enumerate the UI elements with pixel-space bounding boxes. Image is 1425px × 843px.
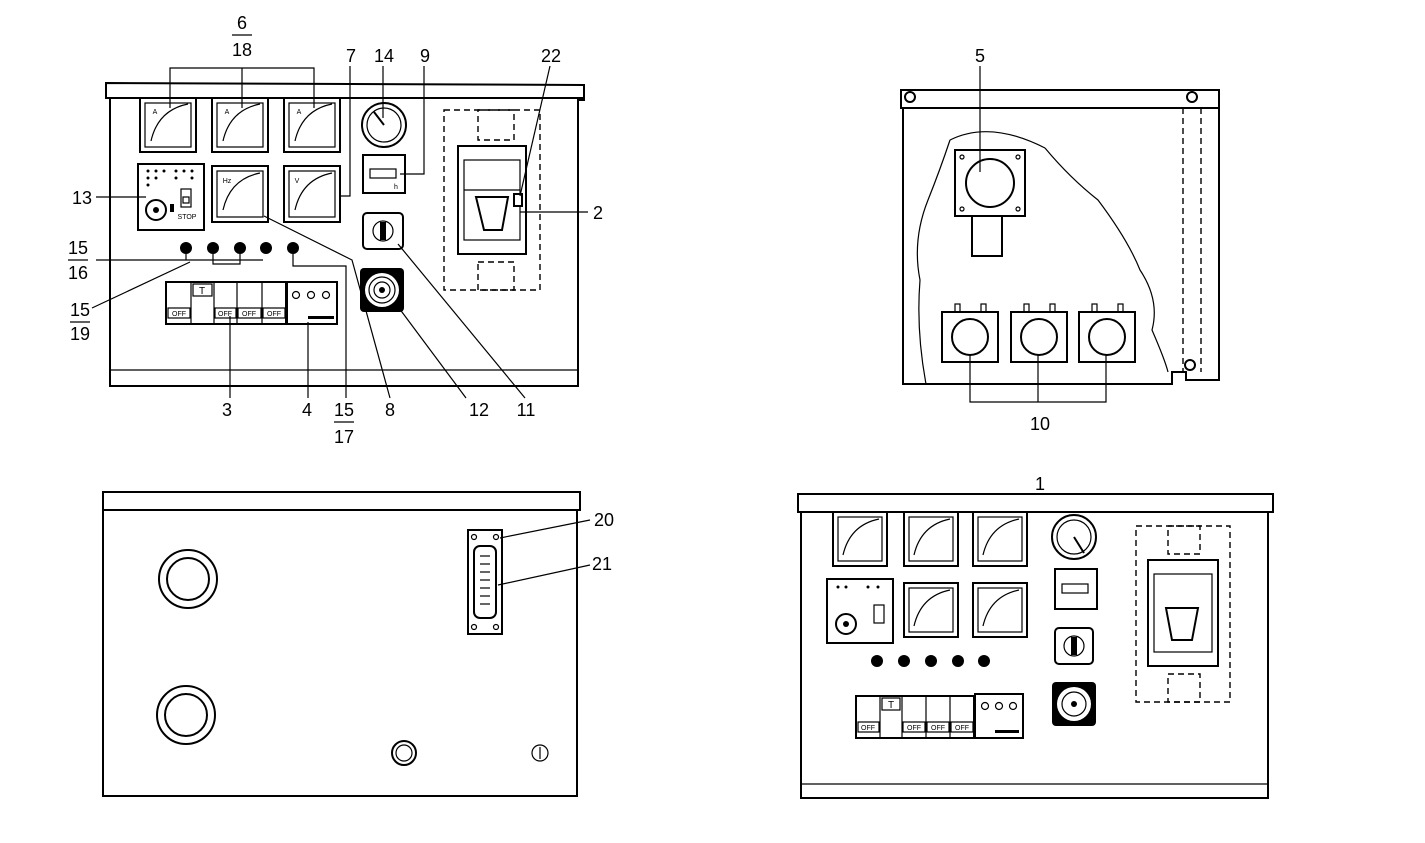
indicator-lamps [180, 242, 299, 254]
round-gauge [361, 102, 407, 148]
callout-18: 18 [232, 40, 252, 60]
svg-text:OFF: OFF [931, 725, 945, 732]
svg-text:OFF: OFF [955, 725, 969, 732]
svg-text:Hz: Hz [223, 178, 232, 185]
side-view: 20 21 [102, 491, 614, 797]
svg-text:OFF: OFF [172, 311, 186, 318]
ammeter-1: A [139, 97, 197, 153]
rear-cutaway-view: 5 10 [900, 46, 1220, 434]
emergency-stop-button [360, 268, 404, 312]
callout-22: 22 [541, 46, 561, 66]
selector-switch [362, 212, 404, 250]
callout-15-mid: 15 [70, 300, 90, 320]
callout-3: 3 [222, 400, 232, 420]
callout-10: 10 [1030, 414, 1050, 434]
svg-text:T: T [199, 286, 205, 297]
ammeter-2: A [211, 97, 269, 153]
frequency-meter: Hz [211, 165, 269, 223]
callout-11: 11 [517, 400, 536, 420]
multi-pin-connector [467, 529, 503, 635]
callout-17: 17 [334, 427, 354, 447]
callout-9: 9 [420, 46, 430, 66]
start-key-panel: STOP [137, 163, 205, 231]
svg-text:OFF: OFF [242, 311, 256, 318]
callout-12: 12 [469, 400, 489, 420]
leader-lines-panel-a [91, 65, 588, 399]
callout-20: 20 [594, 510, 614, 530]
svg-text:A: A [225, 109, 230, 116]
svg-text:A: A [153, 109, 158, 116]
svg-text:OFF: OFF [907, 725, 921, 732]
callout-13: 13 [72, 188, 92, 208]
callout-2: 2 [593, 203, 603, 223]
callout-5: 5 [975, 46, 985, 66]
voltmeter: V [283, 165, 341, 223]
breaker-row: T OFF OFF OFF OFF [165, 281, 287, 325]
callout-1: 1 [1035, 474, 1045, 494]
svg-text:T: T [888, 700, 894, 711]
callout-15-top: 15 [68, 238, 88, 258]
callout-16: 16 [68, 263, 88, 283]
svg-text:OFF: OFF [218, 311, 232, 318]
cooling-fan [954, 149, 1026, 257]
svg-text:V: V [295, 178, 300, 185]
callout-6: 6 [237, 13, 247, 33]
svg-text:OFF: OFF [861, 725, 875, 732]
callout-7: 7 [346, 46, 356, 66]
callout-15-bottom: 15 [334, 400, 354, 420]
svg-text:STOP: STOP [178, 214, 197, 221]
svg-text:h: h [394, 184, 398, 191]
front-panel-detailed: A A A STOP Hz V [68, 13, 603, 447]
callout-14: 14 [374, 46, 394, 66]
callout-8: 8 [385, 400, 395, 420]
relay-units [941, 303, 1136, 363]
hour-counter: h [362, 154, 406, 194]
callout-19: 19 [70, 324, 90, 344]
callout-21: 21 [592, 554, 612, 574]
front-panel-overview: T OFF OFF OFF OFF 1 [797, 474, 1274, 799]
ammeter-3: A [283, 97, 341, 153]
main-circuit-breaker [443, 109, 541, 291]
svg-text:A: A [297, 109, 302, 116]
earth-leakage-relay [286, 281, 338, 325]
callout-4: 4 [302, 400, 312, 420]
svg-text:OFF: OFF [267, 311, 281, 318]
